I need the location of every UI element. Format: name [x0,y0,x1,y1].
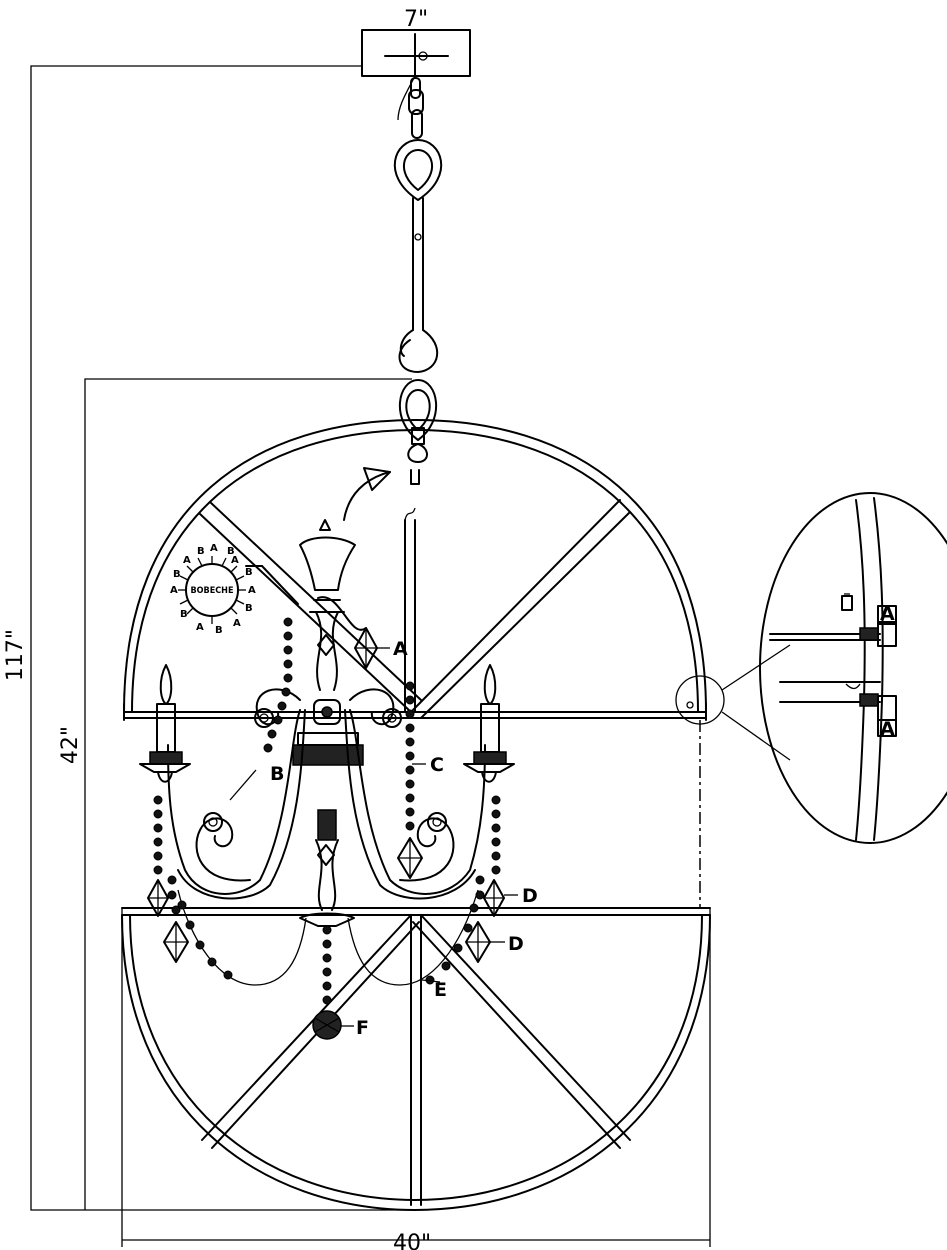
bobeche-ring-label: B [173,569,181,580]
strand-b [263,617,293,753]
detail-label-top: A [880,603,895,625]
strand-c [405,681,415,831]
canopy [361,29,471,77]
lower-cage-ring [121,907,711,1211]
strand-f [322,925,332,1005]
central-column [292,519,364,927]
bobeche-ring-label: B [245,567,253,578]
bobeche-ring-label: B [215,625,223,636]
upper-cage-ring [123,419,707,721]
bobeche-label: BOBECHE [190,586,233,596]
canopy-width-label: 7" [404,7,428,32]
detail-callout [675,492,947,844]
part-label-d-lower: D [508,933,524,955]
bobeche-ring-label: A [210,543,218,554]
fixture-height-label: 42" [58,726,83,764]
bobeche-ring-label: A [248,585,256,596]
bobeche-diagram [178,556,299,624]
part-label-e: E [434,979,447,1001]
bobeche-ring-label: B [197,546,205,557]
crystal-pendants [147,596,505,1040]
left-candle [139,664,191,783]
detail-label-bottom: A [880,718,895,740]
label-leaders [229,647,518,1027]
overall-height-label: 117" [3,629,28,681]
bobeche-ring-label: A [170,585,178,596]
dimension-lines [30,30,711,1247]
part-label-d-upper: D [522,885,538,907]
bobeche-ring-label: A [183,555,191,566]
bead-strands [153,617,501,1005]
bobeche-ring-labels: A B A B A B A B A B A B A B [170,543,256,636]
fixture-width-label: 40" [393,1231,431,1250]
part-label-a: A [393,638,408,660]
bobeche-ring-label: B [227,546,235,557]
bobeche-ring-label: B [180,609,188,620]
bobeche-ring-label: B [245,603,253,614]
bobeche-ring-label: A [231,555,239,566]
bobeche-ring-label: A [196,622,204,633]
arms [167,688,486,900]
bobeche-ring-label: A [233,618,241,629]
chain-and-hook [343,75,443,521]
part-label-f: F [356,1017,369,1039]
part-label-c: C [430,754,444,776]
right-candle [463,664,515,783]
part-label-b: B [270,763,284,785]
